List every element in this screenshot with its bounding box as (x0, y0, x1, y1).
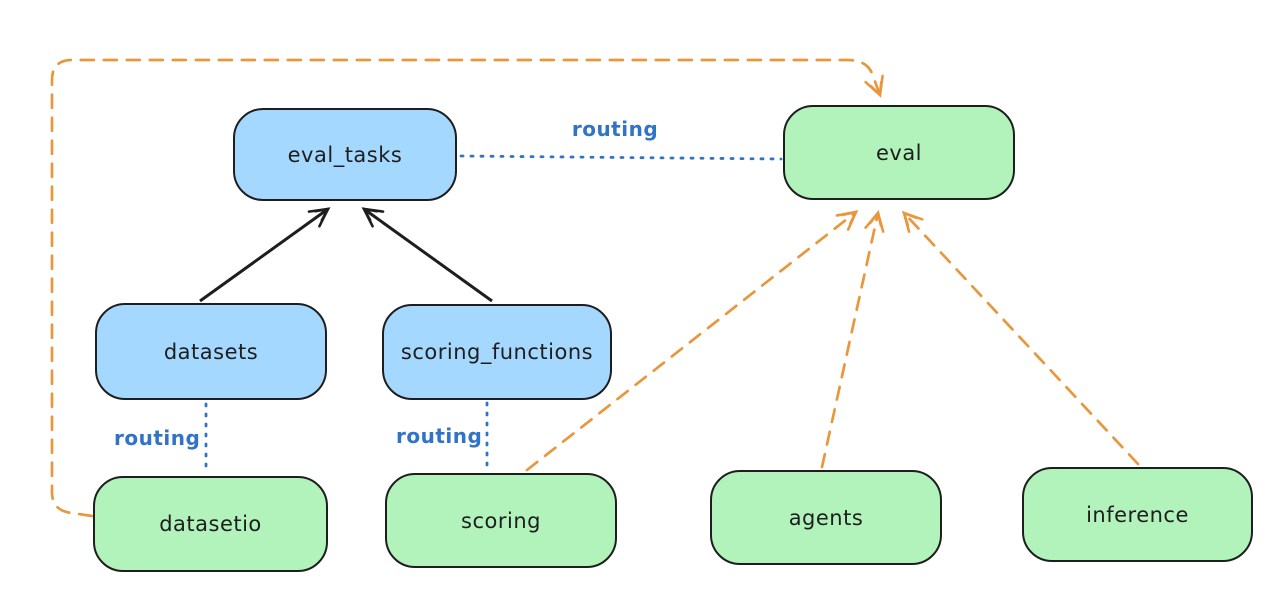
edge-eval-tasks-to-eval (459, 154, 783, 161)
node-inference-label: inference (1086, 502, 1189, 527)
node-scoring-functions: scoring_functions (382, 304, 612, 400)
node-eval-tasks: eval_tasks (233, 108, 457, 201)
node-scoring: scoring (385, 473, 617, 568)
node-datasetio: datasetio (93, 476, 328, 572)
node-inference: inference (1022, 467, 1253, 562)
edge-agents-to-eval (820, 210, 885, 469)
node-scoring-label: scoring (461, 508, 541, 533)
edge-label-routing-datasets: routing (114, 426, 201, 450)
node-eval-label: eval (875, 140, 923, 165)
node-datasetio-label: datasetio (159, 512, 262, 536)
edge-label-routing-scoring: routing (396, 424, 483, 448)
node-agents: agents (710, 470, 942, 565)
node-eval-tasks-label: eval_tasks (287, 142, 403, 167)
node-datasets: datasets (95, 303, 327, 400)
node-scoring-functions-label: scoring_functions (400, 340, 594, 364)
node-datasets-label: datasets (163, 339, 259, 364)
edge-datasets-to-eval-tasks (199, 207, 331, 303)
edge-label-routing-top: routing (571, 117, 659, 141)
node-eval: eval (783, 105, 1015, 200)
edge-scoring-functions-to-eval-tasks (361, 207, 493, 303)
node-agents-label: agents (788, 505, 864, 530)
edge-inference-to-eval (901, 210, 1140, 466)
